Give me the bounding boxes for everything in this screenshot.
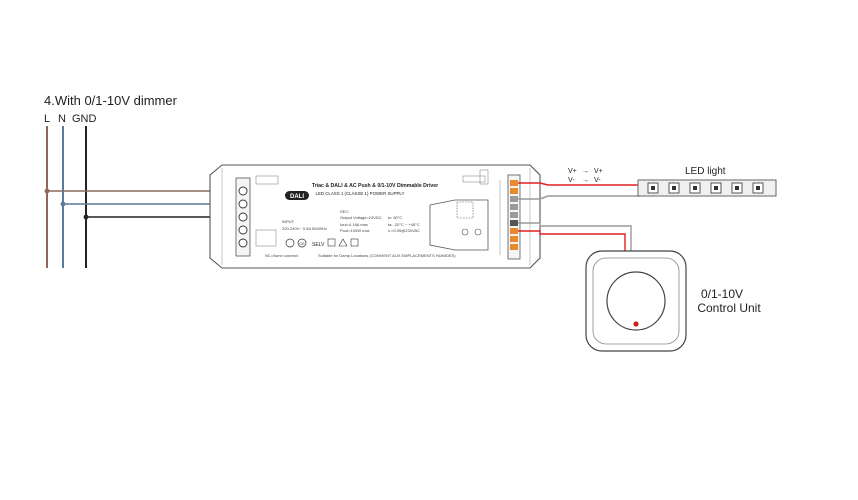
label-vminus-right: V-	[594, 177, 601, 184]
dali-logo-text: DALI	[290, 194, 304, 200]
terminal-v-minus	[510, 196, 518, 202]
wire-v-plus	[518, 182, 640, 186]
led-light-label: LED light	[685, 166, 726, 177]
label-vplus-right: V+	[594, 168, 603, 175]
cert-mark-ce	[297, 238, 307, 248]
led-die	[672, 186, 676, 190]
ta-rating: ta: -20°C ~ +45°C	[388, 222, 420, 227]
selv-mark: SELV	[312, 242, 325, 248]
terminal-screw-gnd	[238, 212, 248, 222]
dali-logo	[285, 191, 309, 200]
driver-case	[209, 164, 541, 269]
output-current: Iout=4.16A max	[340, 222, 368, 227]
input-label: INPUT:	[282, 219, 295, 224]
driver-title: Triac & DALI & AC Push & 0/1-10V Dimmabl…	[312, 183, 438, 189]
cert-mark-1	[285, 238, 295, 248]
control-unit-label-2: Control Unit	[697, 301, 761, 315]
nc-note: NC=None connect	[265, 253, 299, 258]
ce-mark: CE	[299, 241, 305, 246]
junction-gnd	[83, 214, 89, 220]
knob-indicator-dot	[633, 321, 639, 327]
led-die	[756, 186, 760, 190]
control-unit	[585, 250, 687, 352]
led-driver: DALI Triac & DALI & AC Push & 0/1-10V Di…	[209, 164, 541, 269]
potentiometer-2	[474, 228, 482, 236]
label-gnd: GND	[72, 113, 97, 125]
terminal-screw-da2	[238, 238, 248, 248]
terminal-dim-minus	[510, 220, 518, 226]
cert-mark-box1	[327, 238, 336, 247]
label-n: N	[58, 113, 66, 125]
arrow-vminus: →	[582, 177, 589, 184]
cert-mark-box2	[350, 238, 359, 247]
arrow-vplus: →	[582, 168, 589, 175]
wire-dim-plus	[518, 230, 626, 252]
pf-rating: λ:>0.95@230VAC	[388, 228, 420, 233]
junction-n	[60, 201, 66, 207]
input-spec: 220-240V~ 0.5A 50/60Hz	[282, 226, 327, 231]
terminal-screw-n	[238, 199, 248, 209]
dimmer-knob	[606, 271, 666, 331]
led-strip	[637, 179, 777, 197]
dali-sticker	[255, 229, 277, 247]
terminal-v-plus	[510, 180, 518, 186]
driver-subtitle: LED CLASS 1 (CLASSE 1) POWER SUPPLY	[316, 191, 405, 196]
output-sticker-tab	[479, 169, 489, 185]
tc-rating: tc: 80°C	[388, 215, 402, 220]
terminal-nc	[510, 212, 518, 218]
label-l: L	[44, 113, 50, 125]
cert-mark-triangle	[338, 238, 348, 247]
wire-dim-minus	[518, 222, 632, 252]
led-die	[651, 186, 655, 190]
led-die	[735, 186, 739, 190]
led-die	[714, 186, 718, 190]
terminal-push	[510, 236, 518, 242]
junction-l	[44, 188, 50, 194]
label-vminus-left: V-	[568, 177, 575, 184]
terminal-push-2	[510, 244, 518, 250]
terminal-screw-l	[238, 186, 248, 196]
wire-v-minus	[518, 195, 640, 200]
certification-marks: CE SELV	[285, 238, 359, 248]
driver-footer: Suitable for Damp Locations (CONVIENT AU…	[318, 253, 456, 258]
sec-label: SEC:	[340, 209, 349, 214]
output-sticker	[462, 175, 486, 183]
output-power: Pout=100W max	[340, 228, 370, 233]
input-sticker	[255, 175, 279, 185]
output-voltage: Output Voltage=24VDC	[340, 215, 382, 220]
terminal-v-minus-2	[510, 204, 518, 210]
terminal-dim-plus	[510, 228, 518, 234]
control-unit-label-1: 0/1-10V	[701, 287, 743, 301]
led-die	[693, 186, 697, 190]
switch-panel	[429, 199, 489, 251]
terminal-v-plus-2	[510, 188, 518, 194]
terminal-screw-da1	[238, 225, 248, 235]
potentiometer-1	[461, 228, 469, 236]
label-vplus-left: V+	[568, 168, 577, 175]
diagram-title: 4.With 0/1-10V dimmer	[44, 93, 178, 108]
